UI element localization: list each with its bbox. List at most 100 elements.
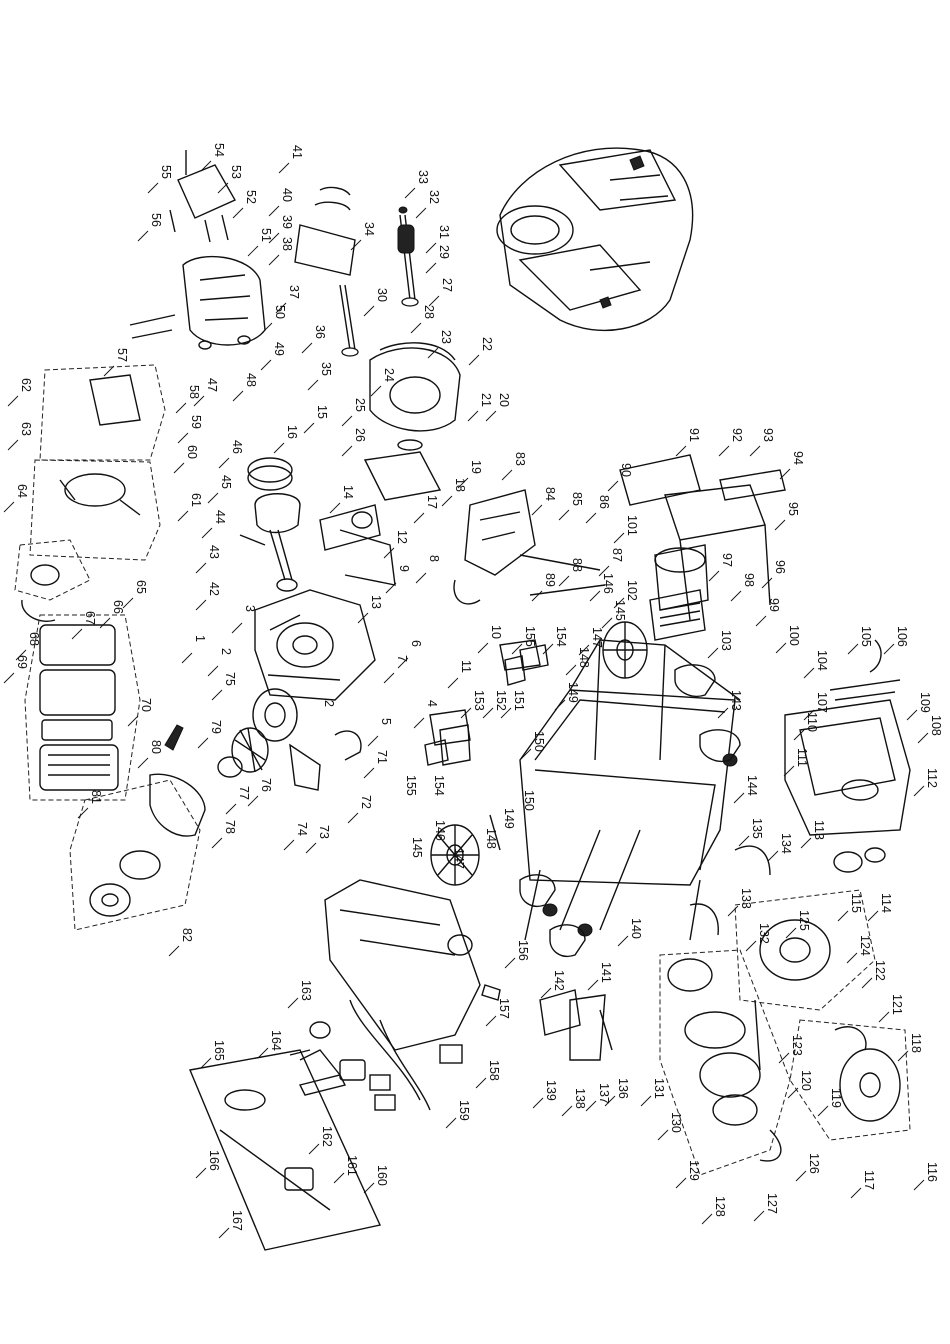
leader-line-153: [460, 707, 472, 719]
part-number-44: 44: [213, 510, 227, 524]
leader-line-135: [738, 835, 750, 847]
part-number-49: 49: [272, 342, 286, 356]
control-box-group: [299, 879, 501, 1111]
leader-line-90: [607, 480, 619, 492]
leader-line-37: [275, 302, 287, 314]
part-number-36: 36: [313, 325, 327, 339]
part-number-39: 39: [280, 215, 294, 229]
leader-line-78: [211, 837, 223, 849]
part-number-7: 7: [395, 655, 409, 662]
leader-line-110: [793, 729, 805, 741]
leader-line-159: [445, 1117, 457, 1129]
crankcase-group: [254, 504, 396, 701]
leader-line-22: [468, 354, 480, 366]
part-number-53: 53: [229, 165, 243, 179]
part-number-149-secondary: 149: [502, 808, 516, 829]
part-number-146-secondary: 146: [433, 820, 447, 841]
leader-line-147: [578, 644, 590, 656]
leader-line-29: [425, 262, 437, 274]
piston-group: [239, 457, 301, 592]
leader-line-145: [601, 617, 613, 629]
part-number-50: 50: [273, 305, 287, 319]
part-number-130: 130: [669, 1112, 683, 1133]
leader-line-141: [587, 979, 599, 991]
part-number-153: 153: [472, 690, 486, 711]
leader-line-77: [225, 803, 237, 815]
leader-line-75: [211, 689, 223, 701]
part-number-111: 111: [795, 748, 809, 767]
part-number-128: 128: [713, 1196, 727, 1217]
part-number-21: 21: [479, 393, 493, 407]
leader-line-42: [195, 599, 207, 611]
leader-line-89: [531, 590, 543, 602]
part-number-15: 15: [315, 405, 329, 419]
part-number-155: 155: [523, 626, 537, 647]
leader-line-134: [767, 850, 779, 862]
part-number-5: 5: [379, 718, 393, 725]
part-number-135: 135: [750, 818, 764, 839]
part-number-106: 106: [895, 626, 909, 647]
leader-line-67: [71, 628, 83, 640]
leader-line-63: [7, 439, 19, 451]
part-number-107: 107: [815, 692, 829, 713]
part-number-63: 63: [19, 422, 33, 436]
part-number-81: 81: [89, 790, 103, 804]
part-number-139: 139: [544, 1080, 558, 1101]
engine-assembly-illustration: [496, 147, 694, 332]
part-number-13: 13: [369, 595, 383, 609]
part-number-77: 77: [237, 786, 251, 800]
part-number-1: 1: [193, 635, 207, 642]
leader-line-33: [404, 187, 416, 199]
part-number-90: 90: [619, 463, 633, 477]
part-number-78: 78: [223, 820, 237, 834]
part-number-67: 67: [83, 611, 97, 625]
part-number-134: 134: [779, 833, 793, 854]
part-number-69: 69: [15, 655, 29, 669]
part-number-143: 143: [729, 690, 743, 711]
part-number-2: 2: [219, 648, 233, 655]
mount-group: [429, 639, 741, 957]
part-number-108: 108: [929, 715, 943, 736]
leader-line-35: [307, 379, 319, 391]
carburetor-group: [14, 364, 166, 622]
part-number-68: 68: [27, 632, 41, 646]
fuel-tank-group: [784, 639, 911, 873]
leader-line-116: [913, 1179, 925, 1191]
leader-line-133: [727, 905, 739, 917]
leader-line-76: [247, 795, 259, 807]
leader-line-12: [383, 547, 395, 559]
leader-line-105: [847, 643, 859, 655]
leader-line-101: [613, 532, 625, 544]
leader-line-15: [303, 422, 315, 434]
part-number-167: 167: [230, 1210, 244, 1231]
leader-line-161: [333, 1172, 345, 1184]
part-number-123: 123: [790, 1035, 804, 1056]
leader-line-72: [347, 812, 359, 824]
part-number-138: 138: [573, 1088, 587, 1109]
leader-line-45: [207, 492, 219, 504]
leader-line-10: [477, 642, 489, 654]
part-number-25: 25: [353, 398, 367, 412]
part-number-4: 4: [425, 700, 439, 707]
leader-line-142: [540, 987, 552, 999]
part-number-113: 113: [812, 820, 826, 840]
leader-line-152: [482, 707, 494, 719]
part-number-140: 140: [629, 918, 643, 939]
part-number-71: 71: [375, 750, 389, 764]
part-number-10: 10: [489, 625, 503, 639]
leader-line-125: [785, 927, 797, 939]
part-number-2-secondary: 2: [322, 700, 336, 707]
muffler-group: [453, 489, 606, 605]
part-number-104: 104: [815, 650, 829, 671]
leader-line-122: [861, 977, 873, 989]
part-number-159: 159: [457, 1100, 471, 1121]
leader-line-163: [287, 997, 299, 1009]
fuel-line-group: [689, 845, 771, 936]
part-number-22: 22: [480, 337, 494, 351]
part-number-126: 126: [807, 1153, 821, 1174]
part-number-116: 116: [925, 1162, 939, 1182]
leader-line-80: [137, 757, 149, 769]
leader-line-127: [753, 1210, 765, 1222]
part-number-152: 152: [494, 690, 508, 711]
